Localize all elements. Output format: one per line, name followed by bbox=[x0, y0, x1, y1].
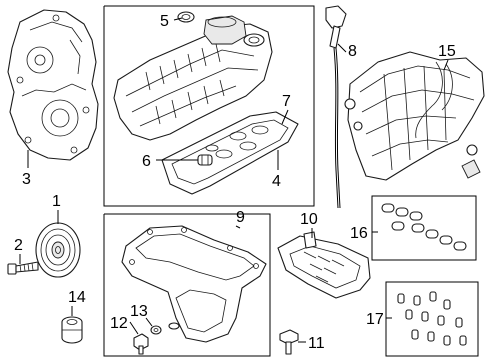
callout-3: 3 bbox=[22, 171, 31, 188]
intake-gasket-set-box bbox=[371, 195, 477, 261]
callout-7: 7 bbox=[282, 93, 291, 110]
drain-plug-part bbox=[133, 333, 149, 355]
oil-baffle-part bbox=[277, 231, 371, 299]
seal-kit-box bbox=[385, 281, 479, 357]
seal-kit-part bbox=[397, 291, 467, 346]
callout-labels: 1 2 3 4 5 6 7 8 9 10 11 12 13 14 15 16 1… bbox=[14, 13, 456, 352]
valve-cover-group-box bbox=[103, 5, 315, 207]
callout-5: 5 bbox=[160, 13, 169, 30]
callout-17: 17 bbox=[366, 311, 384, 328]
callout-1: 1 bbox=[52, 193, 61, 210]
crankshaft-pulley-part bbox=[35, 222, 81, 278]
drain-plug-gasket-part bbox=[150, 325, 162, 335]
dipstick-part bbox=[325, 5, 347, 209]
callout-15: 15 bbox=[438, 43, 456, 60]
intake-manifold-part bbox=[344, 51, 485, 181]
callout-16: 16 bbox=[350, 225, 368, 242]
callout-2: 2 bbox=[14, 237, 23, 254]
callout-8: 8 bbox=[348, 43, 357, 60]
callout-11: 11 bbox=[308, 335, 325, 352]
oil-filter-part bbox=[61, 316, 83, 344]
oil-cap-part bbox=[177, 11, 195, 23]
callout-10: 10 bbox=[300, 211, 318, 228]
valve-cover-part bbox=[113, 15, 273, 141]
tube-seal-part bbox=[197, 154, 213, 166]
intake-gaskets-part bbox=[381, 203, 467, 251]
callout-13: 13 bbox=[130, 303, 148, 320]
callout-12: 12 bbox=[110, 315, 128, 332]
timing-cover-part bbox=[7, 9, 99, 161]
pulley-bolt-part bbox=[7, 261, 39, 275]
callout-4: 4 bbox=[272, 173, 281, 190]
baffle-bolt-part bbox=[279, 329, 299, 355]
callout-9: 9 bbox=[236, 209, 245, 226]
callout-14: 14 bbox=[68, 289, 86, 306]
leader-lines bbox=[19, 17, 449, 343]
callout-6: 6 bbox=[142, 153, 151, 170]
oil-pan-part bbox=[121, 225, 267, 343]
oil-pan-group-box bbox=[103, 213, 271, 357]
valve-cover-gasket-part bbox=[161, 111, 299, 195]
